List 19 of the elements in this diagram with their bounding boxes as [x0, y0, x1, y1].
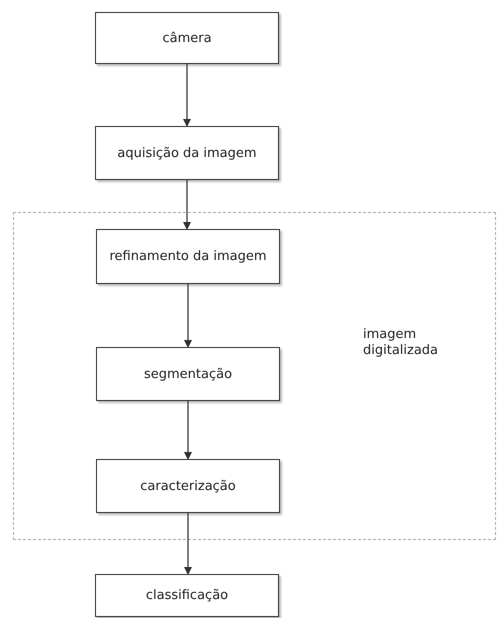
process-box	[96, 459, 280, 513]
group-label: imagem digitalizada	[363, 327, 440, 359]
box-label: aquisição da imagem	[117, 146, 257, 160]
box-label: câmera	[162, 30, 212, 46]
box-label: refinamento da imagem	[109, 249, 267, 264]
arrow	[184, 284, 192, 348]
process-box	[95, 12, 279, 64]
box-label: segmentação	[144, 366, 232, 382]
box-label: classificação	[146, 588, 228, 603]
dashed-group-border	[13, 212, 496, 540]
process-box	[96, 347, 280, 401]
process-box	[96, 229, 280, 284]
box-label: caracterização	[140, 478, 236, 494]
process-box	[95, 574, 279, 617]
arrow	[184, 513, 192, 575]
arrow	[183, 64, 191, 127]
process-box	[95, 126, 279, 180]
arrow	[183, 180, 191, 230]
arrow	[184, 401, 192, 460]
